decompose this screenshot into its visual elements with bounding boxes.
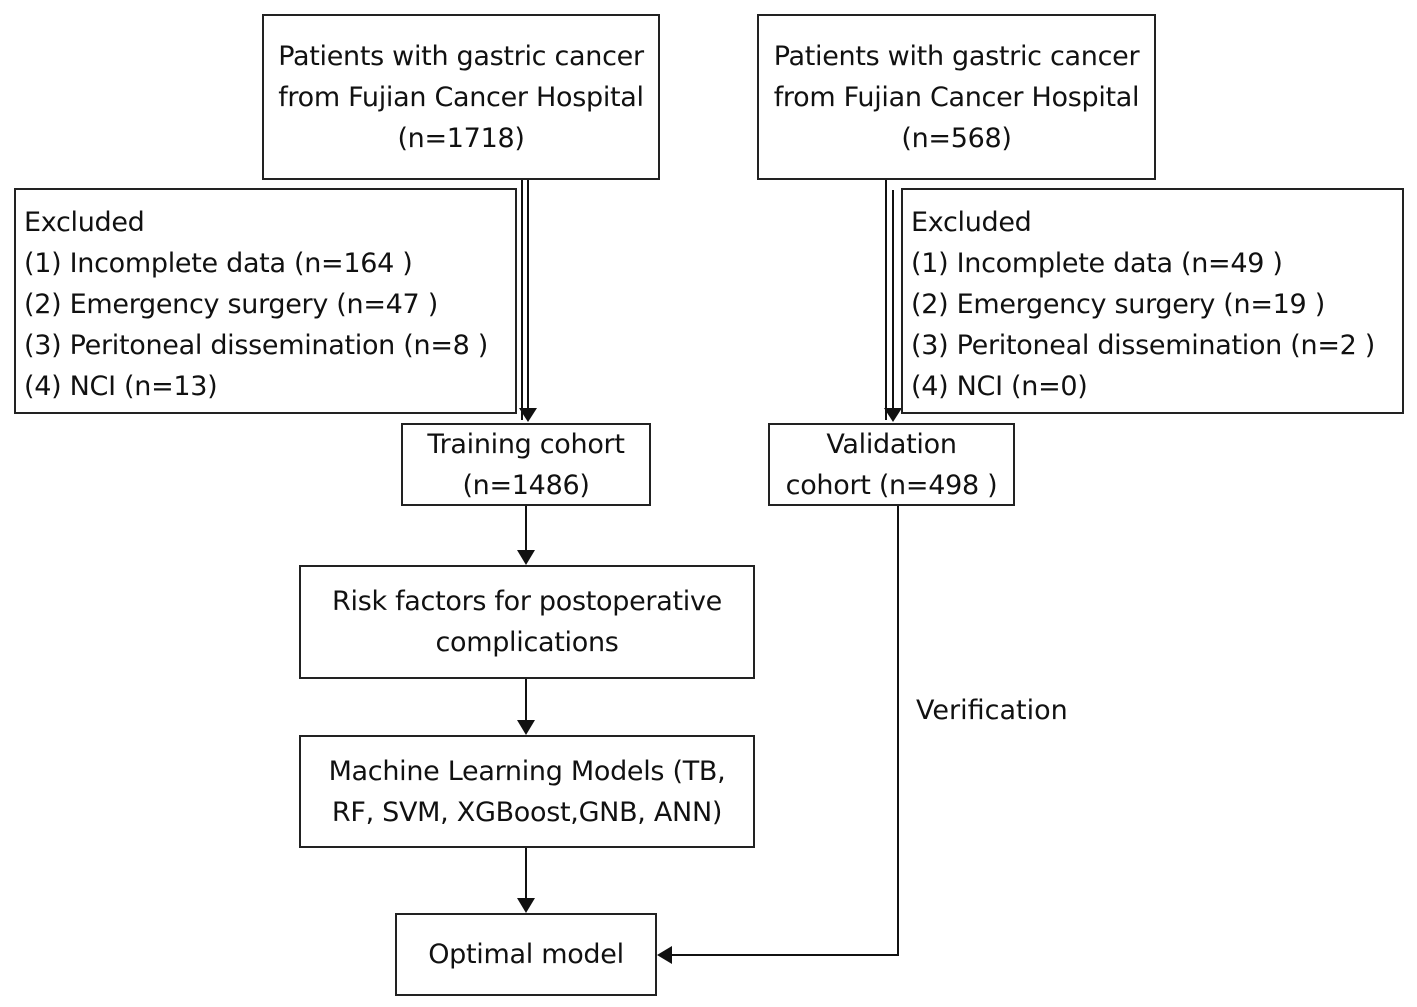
right-excluded-item-1: (1) Incomplete data (n=49 ) xyxy=(911,248,1283,279)
right-excluded-item-3: (3) Peritoneal dissemination (n=2 ) xyxy=(911,330,1376,361)
right-excluded-title: Excluded xyxy=(911,207,1032,238)
risk-factors-line-1: Risk factors for postoperative xyxy=(332,586,722,617)
optimal-model-box: Optimal model xyxy=(395,913,657,996)
right-excluded-box: Excluded (1) Incomplete data (n=49 ) (2)… xyxy=(901,188,1404,414)
validation-cohort-line-2: cohort (n=498 ) xyxy=(785,469,998,501)
verification-label: Verification xyxy=(916,695,1068,726)
training-cohort-box: Training cohort (n=1486) xyxy=(401,423,651,506)
connector-validation-to-optimal xyxy=(672,506,899,956)
right-source-line-1: Patients with gastric cancer xyxy=(773,40,1140,72)
left-excluded-item-3: (3) Peritoneal dissemination (n=8 ) xyxy=(24,330,489,361)
optimal-model-line-1: Optimal model xyxy=(428,939,624,970)
right-excluded-item-4: (4) NCI (n=0) xyxy=(911,371,1088,402)
ml-models-line-1: Machine Learning Models (TB, xyxy=(328,755,726,787)
left-source-line-3: (n=1718) xyxy=(397,122,525,154)
training-cohort-line-1: Training cohort xyxy=(427,428,625,460)
left-source-box: Patients with gastric cancer from Fujian… xyxy=(262,14,660,180)
validation-cohort-line-1: Validation xyxy=(826,428,957,460)
risk-factors-line-2: complications xyxy=(435,627,619,658)
ml-models-line-2: RF, SVM, XGBoost,GNB, ANN) xyxy=(331,796,723,828)
left-source-line-1: Patients with gastric cancer xyxy=(278,40,644,72)
ml-models-box: Machine Learning Models (TB, RF, SVM, XG… xyxy=(299,735,755,848)
left-excluded-box: Excluded (1) Incomplete data (n=164 ) (2… xyxy=(14,188,517,414)
left-excluded-item-4: (4) NCI (n=13) xyxy=(24,371,218,402)
right-source-line-3: (n=568) xyxy=(901,122,1012,154)
validation-cohort-box: Validation cohort (n=498 ) xyxy=(768,423,1015,506)
left-source-line-2: from Fujian Cancer Hospital xyxy=(278,81,644,113)
right-source-box: Patients with gastric cancer from Fujian… xyxy=(757,14,1156,180)
right-excluded-item-2: (2) Emergency surgery (n=19 ) xyxy=(911,289,1325,320)
risk-factors-box: Risk factors for postoperative complicat… xyxy=(299,565,755,679)
left-excluded-item-2: (2) Emergency surgery (n=47 ) xyxy=(24,289,438,320)
left-excluded-item-1: (1) Incomplete data (n=164 ) xyxy=(24,248,413,279)
right-source-line-2: from Fujian Cancer Hospital xyxy=(773,81,1140,113)
left-excluded-title: Excluded xyxy=(24,207,145,238)
training-cohort-line-2: (n=1486) xyxy=(462,469,590,501)
